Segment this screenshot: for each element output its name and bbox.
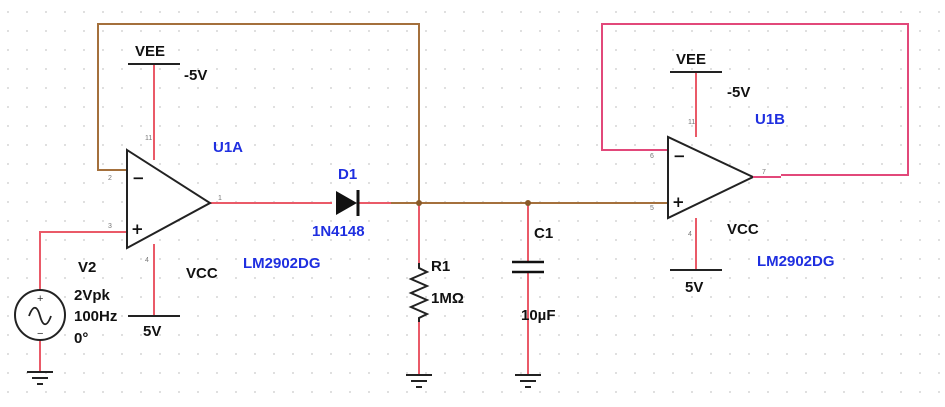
u1a-vcc-label: VCC bbox=[186, 265, 218, 282]
c1-ref-label: C1 bbox=[534, 225, 553, 242]
u1a-pin-11: 11 bbox=[145, 135, 152, 142]
u1a-pin-3: 3 bbox=[108, 223, 112, 230]
v2-ref-label: V2 bbox=[78, 259, 96, 276]
opamp-u1a-body bbox=[126, 148, 212, 250]
u1b-vee-label: VEE bbox=[676, 51, 706, 68]
opamp-u1a-plus-sign: + bbox=[131, 220, 144, 238]
ac-source-v2-minus: − bbox=[37, 328, 43, 340]
u1b-pin-7: 7 bbox=[762, 169, 766, 176]
opamp-u1b-body bbox=[667, 135, 756, 220]
ground-r1 bbox=[406, 374, 432, 388]
opamp-u1a[interactable]: − + bbox=[126, 148, 212, 250]
junction-node-c1 bbox=[525, 200, 531, 206]
u1b-vee-value: -5V bbox=[727, 84, 750, 101]
u1b-pin-5: 5 bbox=[650, 205, 654, 212]
u1b-vcc-value: 5V bbox=[685, 279, 703, 296]
u1a-pin-4: 4 bbox=[145, 257, 149, 264]
u1a-vee-label: VEE bbox=[135, 43, 165, 60]
resistor-r1[interactable] bbox=[408, 263, 430, 322]
u1b-pin-6: 6 bbox=[650, 153, 654, 160]
sine-wave-icon bbox=[28, 306, 52, 326]
junction-node-r1 bbox=[416, 200, 422, 206]
ac-source-v2[interactable]: + − bbox=[14, 289, 66, 341]
u1b-part-label: LM2902DG bbox=[757, 253, 835, 270]
capacitor-c1[interactable] bbox=[512, 260, 544, 274]
u1b-vcc-label: VCC bbox=[727, 221, 759, 238]
r1-value-label: 1MΩ bbox=[431, 290, 464, 307]
wire-u1b-feedback bbox=[601, 23, 909, 176]
u1a-pin-2: 2 bbox=[108, 175, 112, 182]
c1-value-label: 10µF bbox=[521, 307, 556, 324]
ac-source-v2-plus: + bbox=[37, 293, 43, 305]
wire-v2-to-u1a bbox=[39, 231, 127, 290]
ground-v2 bbox=[27, 371, 53, 385]
d1-part-label: 1N4148 bbox=[312, 223, 365, 240]
v2-phase-label: 0° bbox=[74, 330, 88, 347]
v2-amplitude-label: 2Vpk bbox=[74, 287, 111, 304]
opamp-u1b-minus-sign: − bbox=[673, 147, 686, 165]
opamp-u1b-plus-sign: + bbox=[672, 193, 685, 211]
diode-d1[interactable] bbox=[336, 190, 360, 216]
u1a-pin-1: 1 bbox=[218, 195, 222, 202]
opamp-u1b[interactable]: − + bbox=[667, 135, 756, 220]
wire-u1a-feedback bbox=[97, 23, 420, 203]
d1-ref-label: D1 bbox=[338, 166, 357, 183]
u1a-vcc-value: 5V bbox=[143, 323, 161, 340]
diode-d1-triangle bbox=[336, 191, 357, 215]
resistor-r1-zigzag bbox=[408, 263, 430, 322]
u1b-pin-11: 11 bbox=[688, 119, 695, 126]
ground-c1 bbox=[515, 374, 541, 388]
u1a-ref-label: U1A bbox=[213, 139, 243, 156]
u1b-pin-4: 4 bbox=[688, 231, 692, 238]
r1-ref-label: R1 bbox=[431, 258, 450, 275]
v2-frequency-label: 100Hz bbox=[74, 308, 117, 325]
u1a-part-label: LM2902DG bbox=[243, 255, 321, 272]
opamp-u1a-minus-sign: − bbox=[132, 169, 145, 187]
u1a-vee-value: -5V bbox=[184, 67, 207, 84]
u1b-ref-label: U1B bbox=[755, 111, 785, 128]
